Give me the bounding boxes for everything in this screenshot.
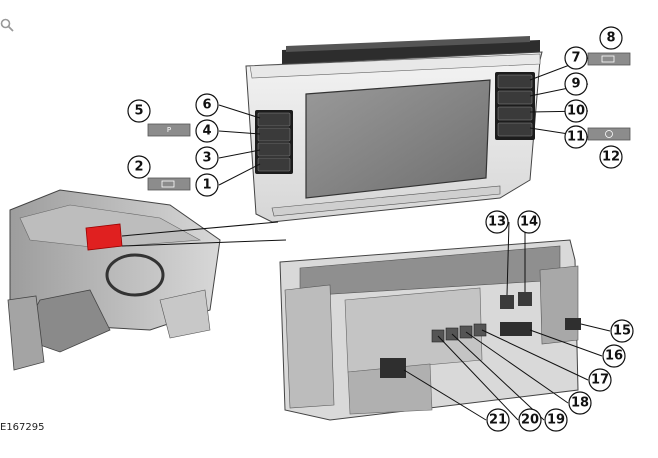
svg-text:7: 7 xyxy=(571,51,580,66)
svg-text:12: 12 xyxy=(602,150,620,165)
callout-10: 10 xyxy=(564,99,588,123)
callout-6: 6 xyxy=(195,93,219,117)
callout-5: 5 xyxy=(127,99,151,123)
svg-text:3: 3 xyxy=(202,151,211,166)
callout-3: 3 xyxy=(195,146,219,170)
callout-11: 11 xyxy=(564,125,588,149)
svg-text:10: 10 xyxy=(567,104,585,119)
car-button[interactable] xyxy=(497,106,533,121)
connector-15 xyxy=(565,318,581,330)
callout-19: 19 xyxy=(544,408,568,432)
phone-button[interactable] xyxy=(257,142,291,157)
home-button[interactable] xyxy=(257,112,291,127)
svg-text:20: 20 xyxy=(521,413,539,428)
callout-2: 2 xyxy=(127,155,151,179)
callout-7: 7 xyxy=(564,46,588,70)
icon-box-5: P xyxy=(147,123,191,137)
svg-text:16: 16 xyxy=(605,349,623,364)
icon-box-12 xyxy=(587,127,631,141)
connector-13 xyxy=(500,295,514,309)
svg-text:15: 15 xyxy=(613,324,631,339)
connector-21 xyxy=(380,358,406,378)
svg-text:17: 17 xyxy=(591,373,609,388)
callout-8: 8 xyxy=(599,26,623,50)
callout-4: 4 xyxy=(195,119,219,143)
steering-wheel xyxy=(105,253,165,297)
svg-text:P: P xyxy=(167,126,171,134)
callout-17: 17 xyxy=(588,368,612,392)
callout-9: 9 xyxy=(564,72,588,96)
callout-15: 15 xyxy=(610,319,634,343)
connector-17 xyxy=(473,323,487,337)
icon-box-8 xyxy=(587,52,631,66)
svg-text:2: 2 xyxy=(134,160,143,175)
display-unit xyxy=(245,36,543,223)
power-button[interactable] xyxy=(257,157,291,172)
callout-12: 12 xyxy=(599,145,623,169)
callout-1: 1 xyxy=(195,173,219,197)
callout-21: 21 xyxy=(486,408,510,432)
svg-text:19: 19 xyxy=(547,413,565,428)
svg-text:5: 5 xyxy=(134,104,143,119)
callout-14: 14 xyxy=(517,210,541,234)
dashboard-view xyxy=(7,189,287,371)
callout-13: 13 xyxy=(485,210,509,234)
callout-16: 16 xyxy=(602,344,626,368)
svg-text:13: 13 xyxy=(488,215,506,230)
icon-box-2 xyxy=(147,177,191,191)
menu-button[interactable] xyxy=(497,74,533,89)
svg-text:9: 9 xyxy=(571,77,580,92)
highlighted-unit-location xyxy=(85,223,123,251)
svg-text:4: 4 xyxy=(202,124,211,139)
svg-text:21: 21 xyxy=(489,413,507,428)
display-screen xyxy=(305,79,491,199)
media-button[interactable] xyxy=(497,122,533,137)
voice-button[interactable] xyxy=(257,127,291,142)
figure-id: E167295 xyxy=(0,422,45,433)
connector-16 xyxy=(500,322,532,336)
svg-text:8: 8 xyxy=(606,31,615,46)
rear-unit xyxy=(279,239,581,421)
svg-text:14: 14 xyxy=(520,215,538,230)
connector-14 xyxy=(518,292,532,306)
magnifier-icon[interactable] xyxy=(0,18,14,32)
callout-20: 20 xyxy=(518,408,542,432)
nav-button[interactable] xyxy=(497,90,533,105)
svg-text:6: 6 xyxy=(202,98,211,113)
callout-18: 18 xyxy=(568,391,592,415)
svg-text:18: 18 xyxy=(571,396,589,411)
svg-text:11: 11 xyxy=(567,130,585,145)
svg-text:1: 1 xyxy=(202,178,211,193)
